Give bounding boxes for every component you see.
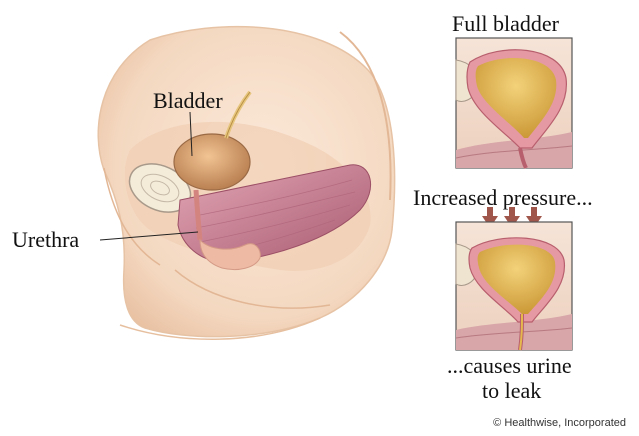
to-leak-caption: to leak bbox=[482, 380, 541, 402]
bladder-label: Bladder bbox=[153, 90, 223, 112]
leaking-bladder-panel bbox=[456, 222, 572, 350]
copyright-notice: © Healthwise, Incorporated bbox=[493, 418, 626, 429]
urethra-label: Urethra bbox=[12, 229, 79, 251]
full-bladder-panel bbox=[456, 38, 572, 168]
causes-urine-caption: ...causes urine bbox=[447, 355, 572, 377]
increased-pressure-caption: Increased pressure... bbox=[413, 187, 593, 209]
pelvis-illustration bbox=[98, 27, 394, 340]
bladder-organ bbox=[174, 134, 250, 190]
full-bladder-caption: Full bladder bbox=[452, 13, 559, 35]
